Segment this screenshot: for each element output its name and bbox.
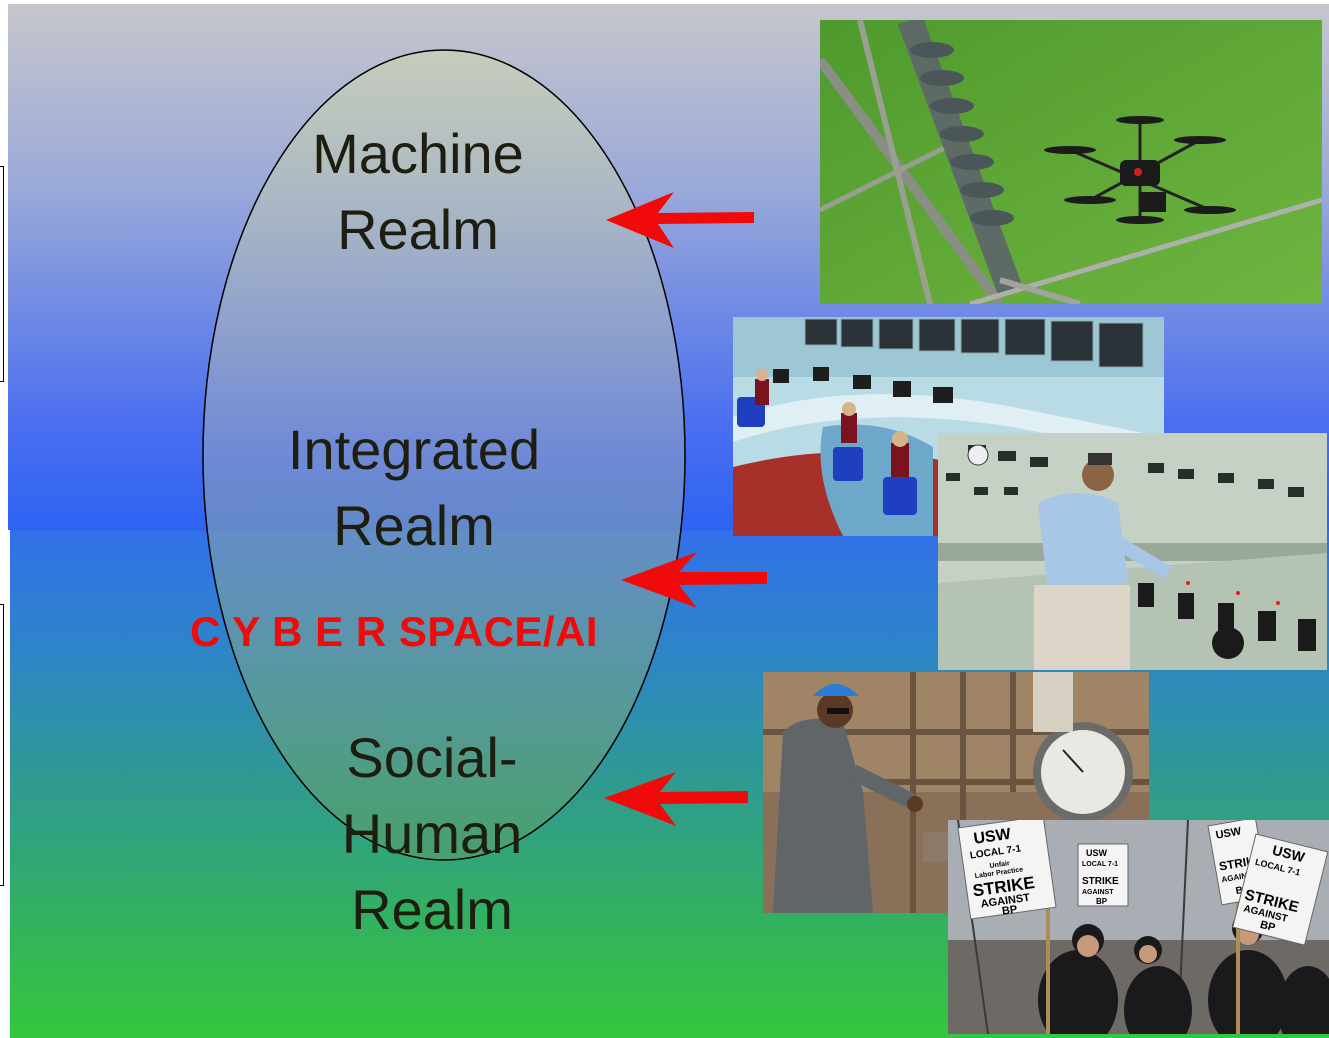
svg-text:LOCAL 7-1: LOCAL 7-1 [1082, 861, 1118, 868]
svg-text:BP: BP [1259, 919, 1277, 934]
svg-text:AGAINST: AGAINST [1082, 889, 1114, 896]
picket-sign-4: USW LOCAL 7-1 STRIKE AGAINST BP [1232, 833, 1329, 946]
machine-realm-label: Machine Realm [312, 122, 524, 261]
left-edge-mark-bottom [0, 604, 4, 886]
arrow-to-social-realm [604, 772, 748, 826]
picket-sign-1: USW LOCAL 7-1 Unfair Labor Practice STRI… [957, 820, 1057, 920]
cyberspace-ai-label: C Y B E R SPACE/AI [190, 608, 599, 655]
svg-text:USW: USW [1086, 848, 1108, 858]
social-human-realm-label: Social- Human Realm [341, 726, 523, 941]
svg-text:USW: USW [1271, 842, 1307, 866]
svg-text:STRIKE: STRIKE [1082, 876, 1119, 887]
left-edge-mark-top [0, 166, 4, 382]
svg-text:BP: BP [1096, 897, 1108, 906]
picket-sign-2: USW LOCAL 7-1 STRIKE AGAINST BP [1077, 843, 1129, 907]
man-at-control-panel-photo [938, 433, 1327, 670]
arrow-to-machine-realm [606, 192, 754, 248]
integrated-realm-label: Integrated Realm [287, 418, 541, 557]
cyberspace-ellipse [202, 49, 686, 861]
arrow-to-integrated-realm [621, 552, 767, 608]
svg-text:USW: USW [973, 826, 1013, 848]
svg-text:BP: BP [1001, 904, 1018, 918]
strike-picketers-photo: USW LOCAL 7-1 Unfair Labor Practice STRI… [948, 820, 1329, 1034]
svg-text:USW: USW [1215, 825, 1243, 841]
svg-text:Unfair: Unfair [989, 860, 1010, 870]
drone-over-power-line-photo [820, 20, 1322, 304]
